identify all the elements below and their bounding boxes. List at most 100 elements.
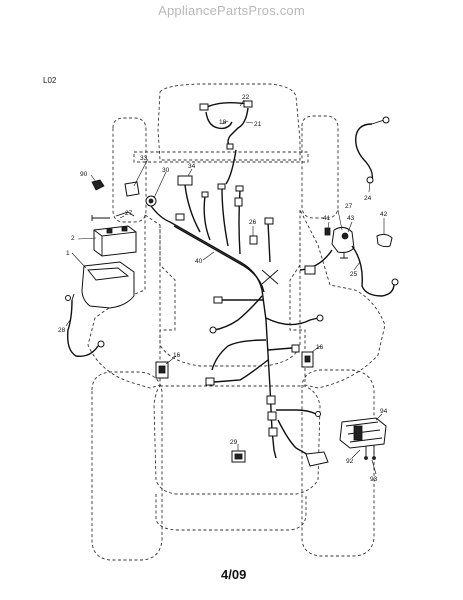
callout-92: 92 — [346, 458, 354, 465]
module-94-block — [353, 425, 363, 441]
cable-24-wire — [355, 123, 374, 181]
rear-branch-b — [277, 419, 311, 457]
callout-30: 30 — [162, 167, 170, 174]
harness-branch-lower — [211, 339, 267, 371]
harness-to-34 — [184, 184, 201, 233]
cable-28-ring-bottom — [97, 340, 105, 348]
tractor-outline — [87, 83, 386, 561]
callout-27-battery: 27 — [125, 210, 133, 217]
callout-90: 90 — [80, 171, 88, 178]
callout-41: 41 — [323, 215, 331, 222]
switch-16-left-plunger — [158, 365, 166, 374]
callout-21: 21 — [254, 121, 262, 128]
rear-bracket — [305, 451, 329, 467]
harness-cross — [261, 269, 279, 285]
rear-connector-2 — [267, 411, 277, 421]
module-screws — [365, 446, 375, 456]
front-axle-outline — [133, 151, 309, 163]
fuse-holder — [249, 217, 279, 285]
ground-ring-a — [209, 326, 217, 334]
branch-connector-3 — [201, 191, 209, 198]
rear-bumper-outline — [155, 494, 307, 531]
battery — [93, 225, 137, 257]
callout-29: 29 — [230, 439, 238, 446]
callout-2: 2 — [71, 235, 75, 242]
callout-26: 26 — [249, 219, 257, 226]
part-41 — [324, 227, 331, 236]
cable-25 — [351, 245, 395, 297]
callout-16-left: 16 — [173, 352, 181, 359]
callout-94: 94 — [380, 408, 388, 415]
battery-edges — [93, 229, 137, 256]
solenoid-wire — [299, 249, 333, 271]
rear-trunk-end — [273, 449, 277, 459]
part-29-face — [234, 453, 243, 460]
rear-connector-1 — [266, 395, 276, 405]
headlight-wire-a — [205, 111, 233, 130]
part-33 — [124, 181, 140, 197]
headlight-left — [199, 103, 209, 111]
main-harness — [150, 149, 324, 389]
cable-28-ring-top — [65, 295, 71, 301]
callout-42: 42 — [380, 211, 388, 218]
callout-40: 40 — [195, 258, 203, 265]
cable-24-ring-top — [382, 116, 390, 124]
harness-branch-2 — [221, 187, 229, 247]
screw-92 — [364, 456, 368, 460]
harness-branch-rear — [213, 359, 269, 383]
harness-branch-3 — [238, 189, 241, 255]
module-94-body — [339, 417, 387, 449]
battery-post-neg — [106, 228, 113, 234]
headlight-wire-b — [227, 107, 249, 147]
switch-16-right-plunger — [304, 355, 311, 363]
callout-33: 33 — [140, 155, 148, 162]
cable-24 — [355, 116, 390, 184]
branch-connector-4 — [234, 197, 243, 207]
seat-switches — [155, 351, 314, 379]
part-90 — [91, 179, 105, 191]
front-left-wheel-outline — [112, 117, 147, 223]
battery-tray — [81, 261, 135, 309]
seat-area-outline — [153, 385, 321, 495]
rear-harness — [231, 387, 329, 467]
callout-27-solenoid: 27 — [345, 203, 353, 210]
connector-16-right — [291, 344, 300, 353]
rear-left-wheel-outline — [91, 371, 163, 561]
front-right-wheel-outline — [301, 115, 339, 219]
harness-branch-seat — [213, 295, 263, 331]
harness-to-ignition — [150, 205, 171, 223]
callout-43: 43 — [347, 215, 355, 222]
harness-trunk — [169, 221, 271, 389]
cable-25-ring — [391, 278, 399, 286]
fuse-wire — [267, 221, 271, 263]
callout-25: 25 — [350, 271, 358, 278]
headlight-connector — [226, 143, 234, 150]
fuse — [249, 235, 258, 245]
rear-right-wheel-outline — [301, 369, 375, 557]
callouts: 22 18 21 33 30 34 90 27 2 1 26 40 41 27 … — [58, 94, 388, 483]
callout-18: 18 — [219, 119, 227, 126]
cable-28-lead — [71, 293, 75, 301]
callout-24: 24 — [364, 195, 372, 202]
battery-bolt — [91, 215, 110, 221]
solenoid-terminal — [341, 232, 349, 240]
harness-branch-right — [265, 317, 319, 326]
ignition-key — [148, 198, 154, 204]
part-42 — [376, 233, 393, 248]
solenoid-mount — [340, 252, 348, 259]
dash-components — [124, 175, 193, 207]
diagram-code: L02 — [43, 76, 57, 85]
callout-34: 34 — [188, 163, 196, 170]
hood-outline — [157, 83, 301, 161]
screw-93 — [372, 456, 376, 460]
part-34 — [177, 175, 193, 186]
callout-93: 93 — [370, 476, 378, 483]
frame-right-outline — [289, 209, 386, 389]
harness-branch-1 — [203, 195, 211, 241]
revision-date: 4/09 — [221, 567, 247, 582]
cable-28-wire — [66, 299, 99, 357]
harness-trunk-b — [173, 225, 265, 293]
battery-post-pos — [121, 226, 128, 232]
